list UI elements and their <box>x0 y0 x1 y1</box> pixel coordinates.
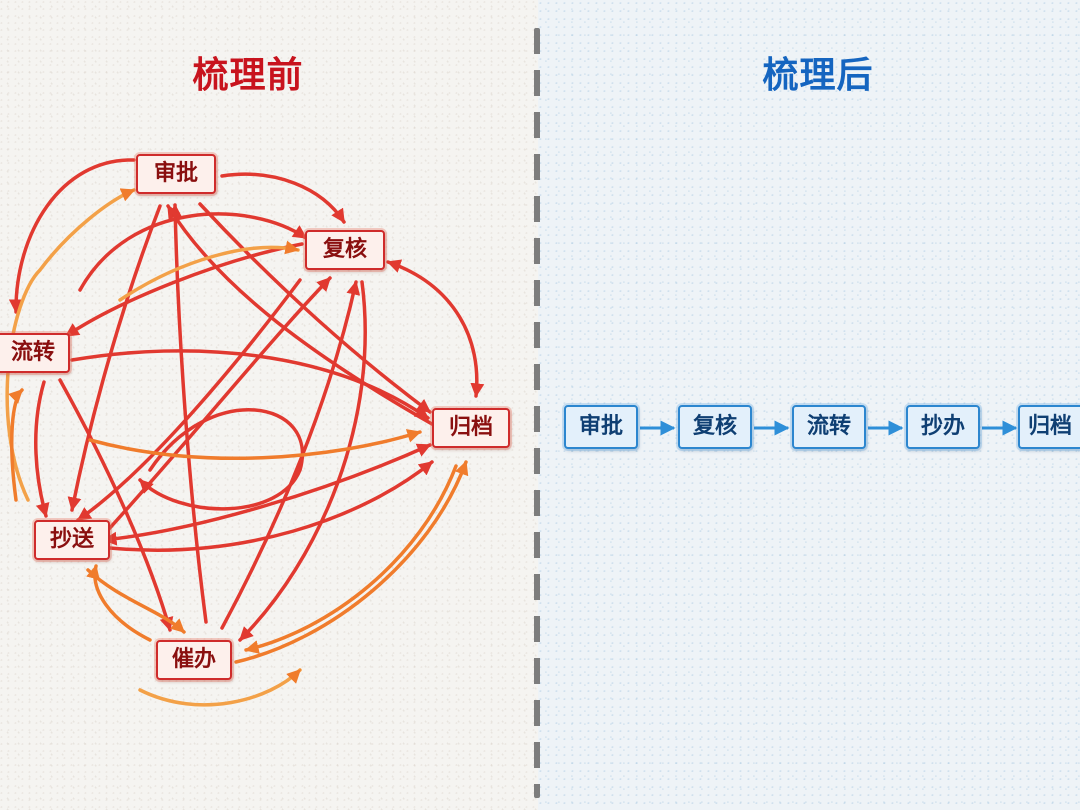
arrow-guidang-chaosong <box>102 443 432 546</box>
before-node-cuiban: 催办 <box>156 640 232 680</box>
arrow-chaosong-guidang <box>108 460 434 552</box>
arrow-fuhe-liuzhuan <box>64 242 304 338</box>
after-step-liuzhuan: 流转 <box>792 405 866 449</box>
arrow-orange-fuhe <box>118 240 300 302</box>
before-node-fuhe: 复核 <box>305 230 385 270</box>
before-node-guidang: 归档 <box>432 408 510 448</box>
arrow-fuhe-chaosong <box>76 278 302 522</box>
after-step-fuhe: 复核 <box>678 405 752 449</box>
arrow-fuhe-guidang <box>386 259 485 398</box>
before-title: 梳理前 <box>192 55 304 96</box>
after-step-guidang: 归档 <box>1018 405 1080 449</box>
tangled-arrows <box>5 158 485 707</box>
arrow-orange-mid <box>88 429 422 461</box>
before-node-liuzhuan: 流转 <box>0 333 70 373</box>
arrow-orange-bottom <box>138 668 302 707</box>
arrow-guidang-cuiban <box>244 464 458 654</box>
arrow-shenpi-fuhe <box>220 172 346 224</box>
arrow-chaosong-cuiban <box>86 568 186 634</box>
arrow-fuhe-cuiban <box>238 280 367 642</box>
before-node-chaosong: 抄送 <box>34 520 110 560</box>
arrow-liuzhuan-chaosong <box>34 380 50 518</box>
after-title: 梳理后 <box>762 55 874 96</box>
arrow-chaosong-fuhe <box>106 276 332 532</box>
arrow-orange-left-up <box>8 388 24 502</box>
arrow-loop-center <box>138 408 304 511</box>
arrow-guidang-shenpi <box>166 204 434 426</box>
before-node-shenpi: 审批 <box>136 154 216 194</box>
after-step-chaoban: 抄办 <box>906 405 980 449</box>
before-panel <box>0 0 538 810</box>
dashed-divider <box>534 28 540 798</box>
after-step-shenpi: 审批 <box>564 405 638 449</box>
arrow-liuzhuan-cuiban <box>58 378 174 632</box>
arrow-cuiban-chaosong <box>86 564 152 642</box>
arrow-orange-loop-left <box>5 188 136 502</box>
arrow-shenpi-liuzhuan <box>8 158 136 314</box>
arrow-cuiban-shenpi <box>168 203 208 624</box>
arrow-cuiban-guidang <box>234 460 469 664</box>
arrow-loop-top <box>78 212 308 292</box>
arrow-shenpi-chaosong <box>67 204 162 512</box>
arrow-shenpi-guidang <box>198 202 432 414</box>
